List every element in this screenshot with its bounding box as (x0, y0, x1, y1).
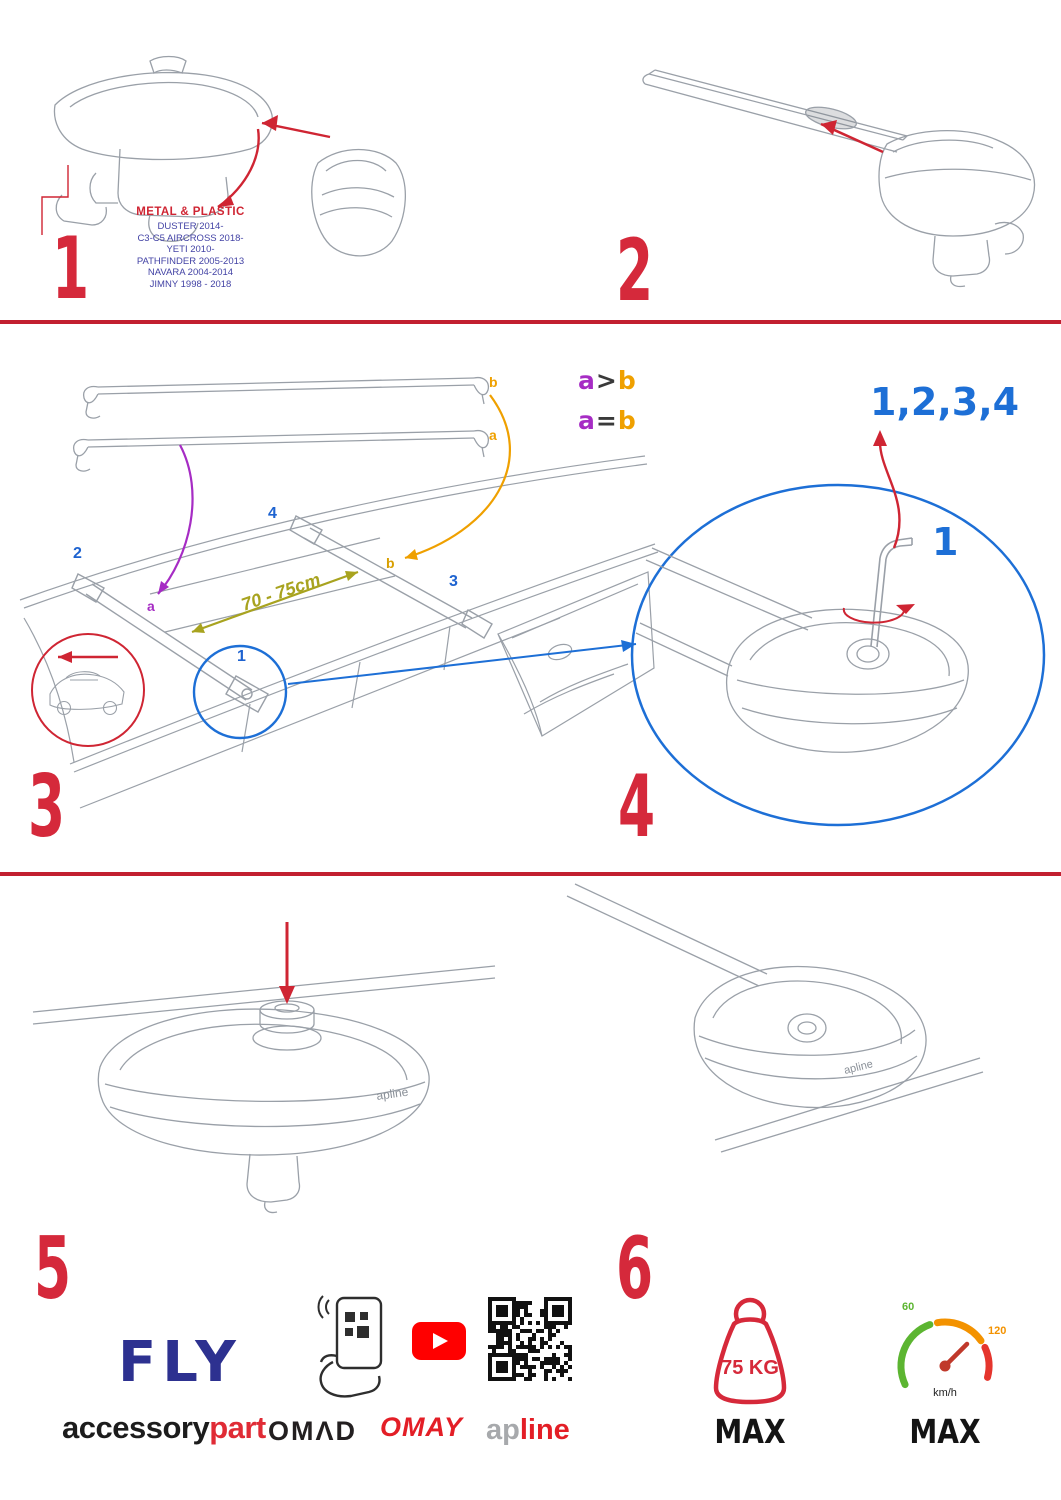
magnifier-ellipse (630, 483, 1046, 827)
red-arrows (217, 121, 331, 208)
hand-phone-qr-icon (317, 1295, 383, 1398)
speed-high-label: 120 (988, 1325, 1006, 1337)
omad-logo: OMΛD (268, 1416, 357, 1446)
speed-unit-label: km/h (933, 1387, 957, 1399)
model-list-item: NAVARA 2004-2014 (147, 267, 234, 278)
position-label-2: 2 (73, 545, 82, 562)
position-label-1: 1 (237, 648, 246, 665)
crossbar-lineart (642, 69, 1035, 288)
press-arrow (279, 922, 295, 1004)
step3-number: 3 (28, 757, 66, 857)
foot-lineart (566, 883, 984, 1153)
loose-crossbars (72, 376, 490, 472)
apline-logo: apline (486, 1414, 570, 1446)
section-divider (0, 320, 1061, 324)
omay-logo: OMAY (380, 1412, 463, 1442)
torque-step-label: 1 (932, 520, 959, 564)
youtube-icon (412, 1322, 466, 1360)
accessorypart-logo: accessorypart (62, 1410, 266, 1445)
direction-indicator (31, 633, 145, 747)
compare-a-gt-b: a>b (578, 366, 636, 395)
mounted-crossbars (71, 515, 493, 713)
model-list-item: JIMNY 1998 - 2018 (149, 278, 232, 290)
step6-number: 6 (616, 1219, 654, 1319)
car-lineart (19, 455, 659, 809)
weight-max-icon: 75 KG (713, 1297, 787, 1405)
position-label-3: 3 (449, 573, 458, 590)
red-arrowheads (218, 115, 278, 207)
qr-code (488, 1297, 572, 1381)
speedometer-icon: 60 120 km/h (897, 1301, 1006, 1399)
roof-label-a: a (147, 598, 155, 614)
roof-label-b: b (386, 555, 395, 571)
product-name: FLY (118, 1330, 242, 1395)
clamp-exploded-drawing (41, 55, 406, 257)
allen-key-icon (870, 537, 913, 648)
bar-label-a: a (489, 427, 497, 443)
mini-car-icon (49, 671, 125, 716)
compatibility-list: METAL & PLASTIC DUSTER 2014- C3-C5 AIRCR… (58, 206, 323, 290)
magnified-foot-drawing (630, 430, 1046, 827)
max-weight-label: MAX (714, 1412, 786, 1451)
compare-a-eq-b: a=b (578, 406, 636, 435)
model-list-item: DUSTER 2014- (157, 221, 224, 232)
foot-lineart (635, 547, 969, 753)
routing-curves (157, 394, 511, 595)
weight-limit-label: 75 KG (721, 1357, 779, 1379)
foot-lineart (32, 965, 496, 1214)
cap-press-drawing: apline (32, 922, 496, 1214)
model-list-item: PATHFINDER 2005-2013 (136, 255, 245, 267)
step1-number: 1 (52, 219, 90, 319)
roof-assembly-drawing (19, 376, 659, 809)
section-divider (0, 872, 1061, 876)
materials-heading: METAL & PLASTIC (136, 206, 245, 218)
installed-foot-drawing: apline (566, 883, 984, 1153)
max-speed-label: MAX (909, 1412, 981, 1451)
step5-number: 5 (34, 1219, 72, 1319)
speed-low-label: 60 (902, 1301, 914, 1313)
clamp-lineart (53, 55, 406, 257)
step4-number: 4 (618, 757, 656, 857)
slide-arrowhead (821, 120, 837, 135)
leader-line (41, 165, 69, 235)
tightening-sequence-label: 1,2,3,4 (870, 380, 1020, 424)
position-label-4: 4 (268, 505, 277, 522)
crossbar-slide-drawing (642, 69, 1035, 288)
model-list-item: YETI 2010- (166, 244, 215, 255)
foot-brand-label: apline (375, 1085, 409, 1103)
bar-label-b: b (489, 374, 498, 390)
rotate-arrow (842, 604, 915, 624)
measure-arrow (191, 570, 359, 634)
model-list-item: C3-C5 AIRCROSS 2018- (137, 232, 244, 244)
sequence-arrow (873, 430, 901, 549)
step2-number: 2 (616, 221, 654, 321)
